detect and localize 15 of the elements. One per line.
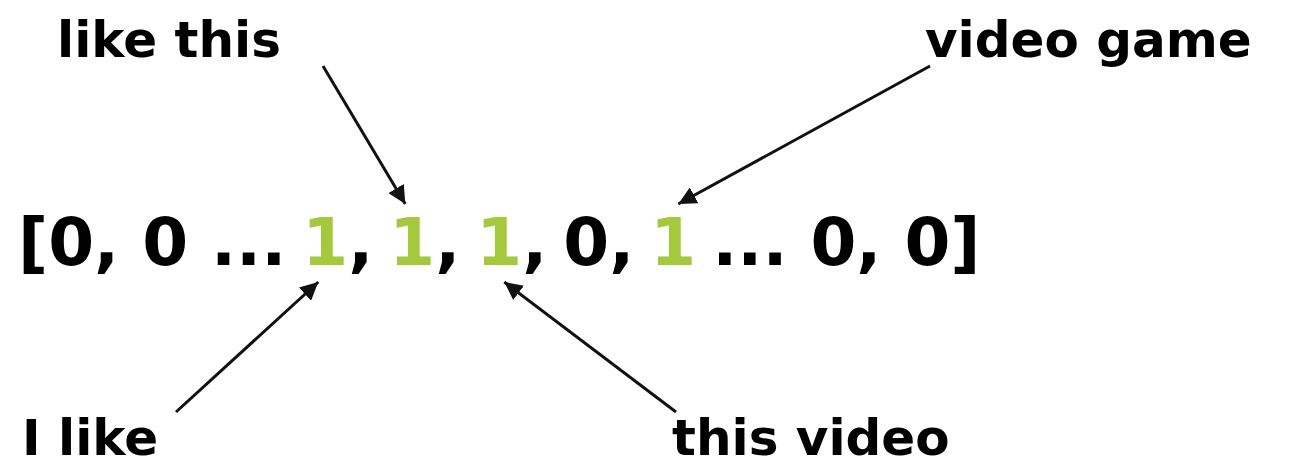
vector-entry: 1, [389, 210, 461, 276]
word-label: this video [672, 412, 950, 464]
word-label: video game [925, 14, 1252, 66]
arrow [503, 280, 677, 414]
arrow [175, 280, 320, 414]
vector-entry: [0, 0 ... [18, 210, 287, 276]
vector-entry: 1, [476, 210, 548, 276]
vector-entry: ... 0, 0] [712, 210, 981, 276]
vector-entry: 1, [302, 210, 374, 276]
word-label: I like [22, 412, 159, 464]
arrow [677, 64, 931, 206]
word-label: like this [57, 14, 281, 66]
arrow [321, 65, 407, 205]
vector-entry: 1 [650, 210, 697, 276]
vector-entry: 0, [563, 210, 635, 276]
